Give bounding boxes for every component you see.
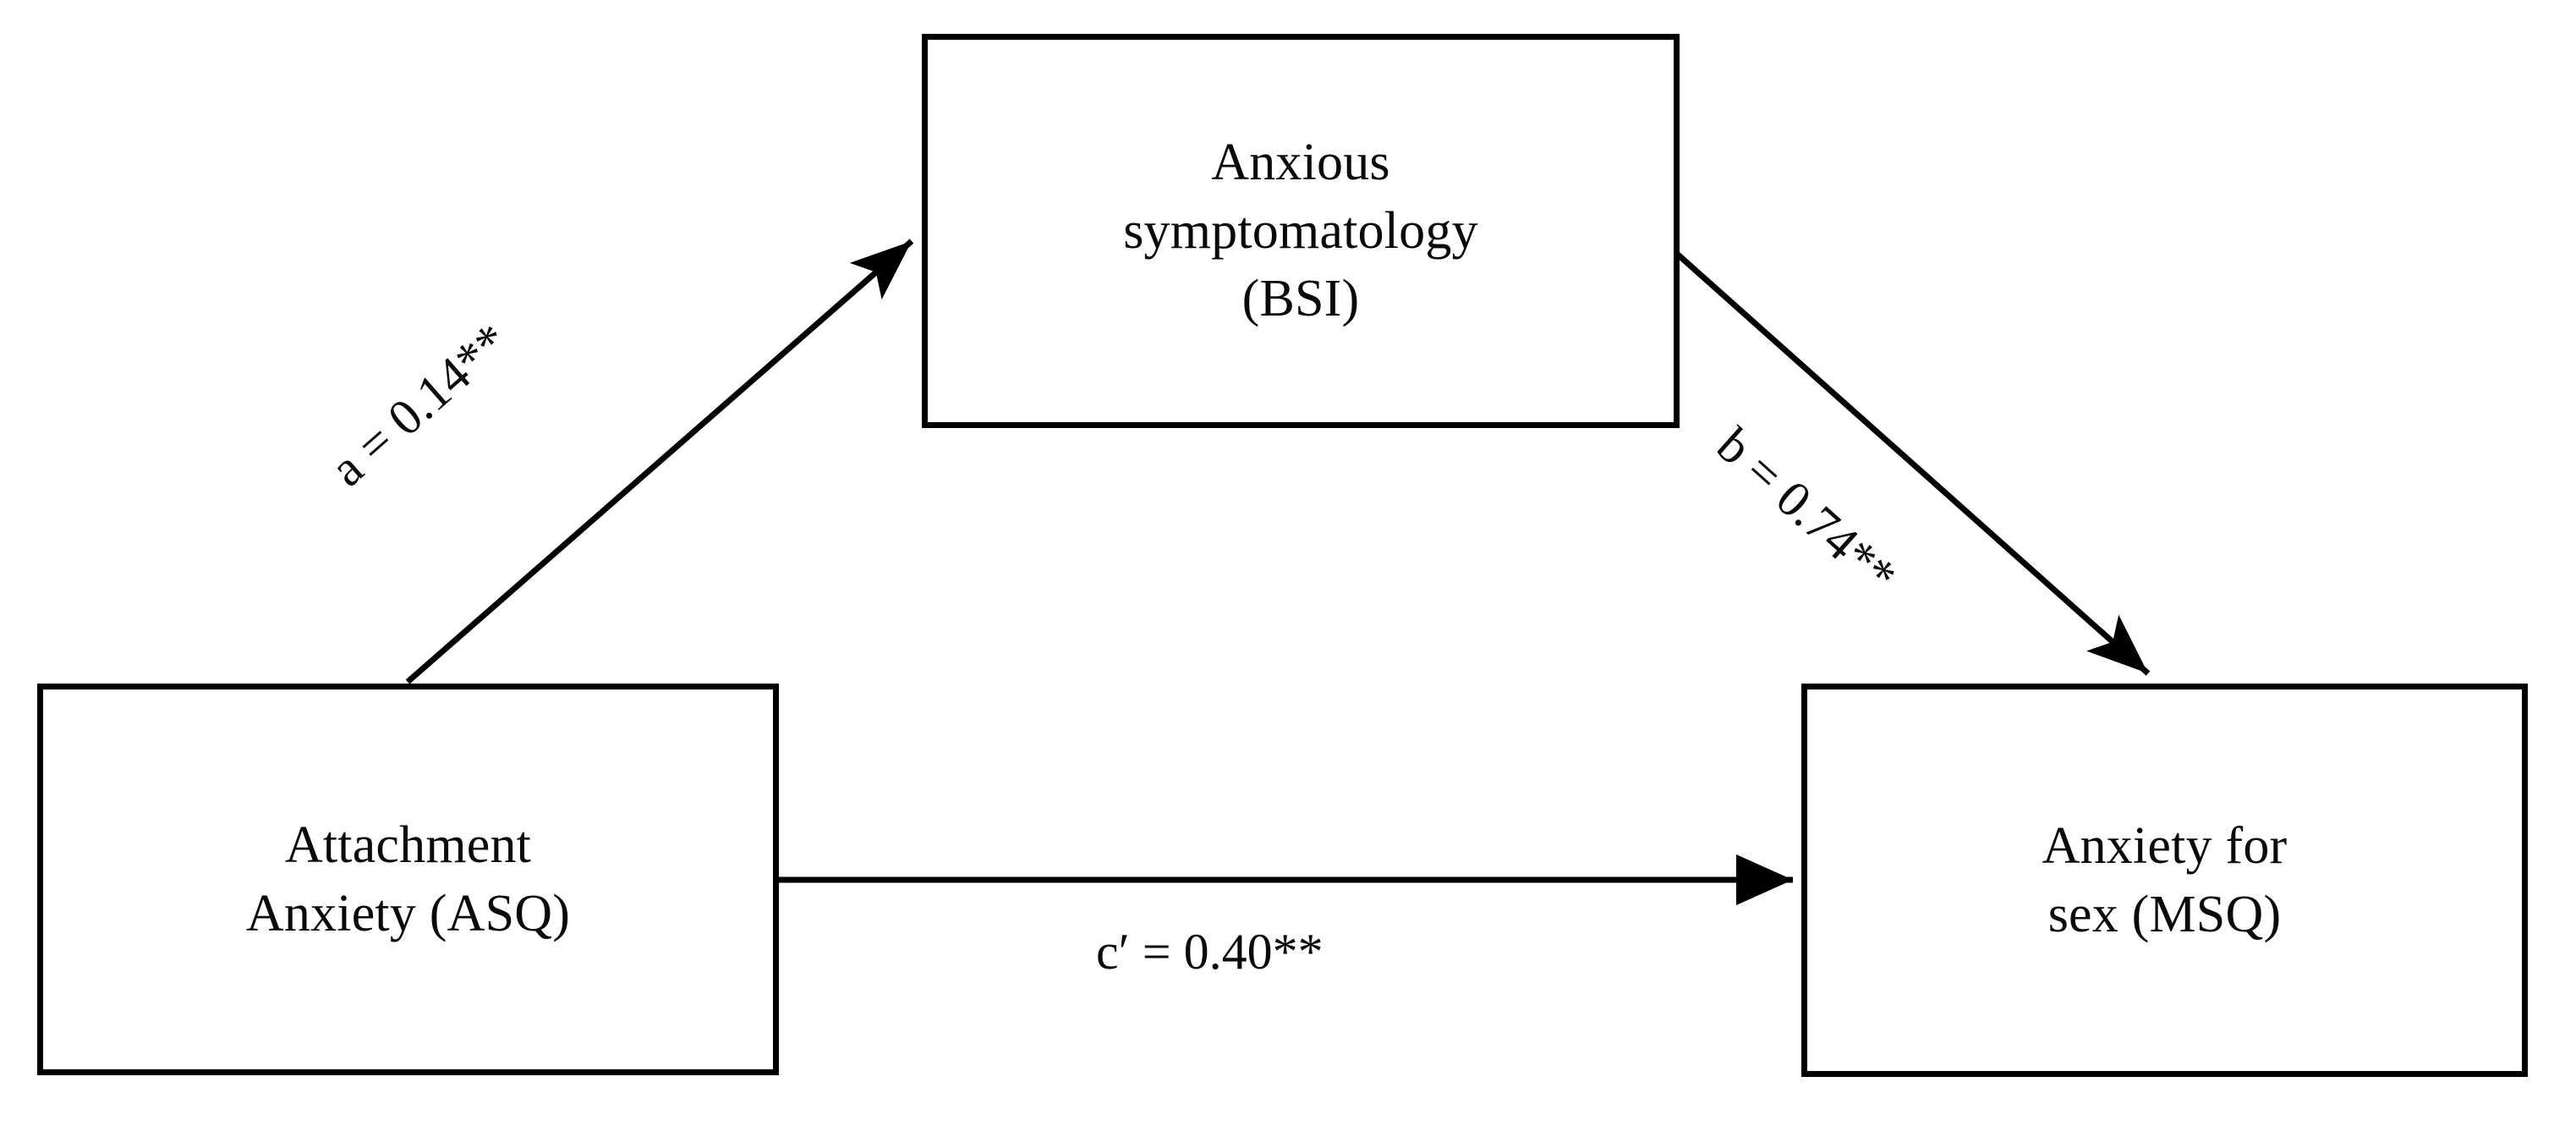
edge-label-b: b = 0.74** <box>1707 416 1907 605</box>
node-box-predictor: Attachment Anxiety (ASQ) <box>37 684 779 1075</box>
node-label-outcome: Anxiety for sex (MSQ) <box>2042 816 2288 943</box>
node-box-mediator: Anxious symptomatology (BSI) <box>922 34 1680 428</box>
node-box-outcome: Anxiety for sex (MSQ) <box>1801 684 2528 1077</box>
node-label-mediator: Anxious symptomatology (BSI) <box>1123 134 1478 328</box>
edge-a-line <box>405 239 914 684</box>
edge-label-a: a = 0.14** <box>320 312 519 497</box>
node-label-predictor: Attachment Anxiety (ASQ) <box>245 816 571 942</box>
edge-label-c-prime: c′ = 0.40** <box>1096 924 1324 980</box>
